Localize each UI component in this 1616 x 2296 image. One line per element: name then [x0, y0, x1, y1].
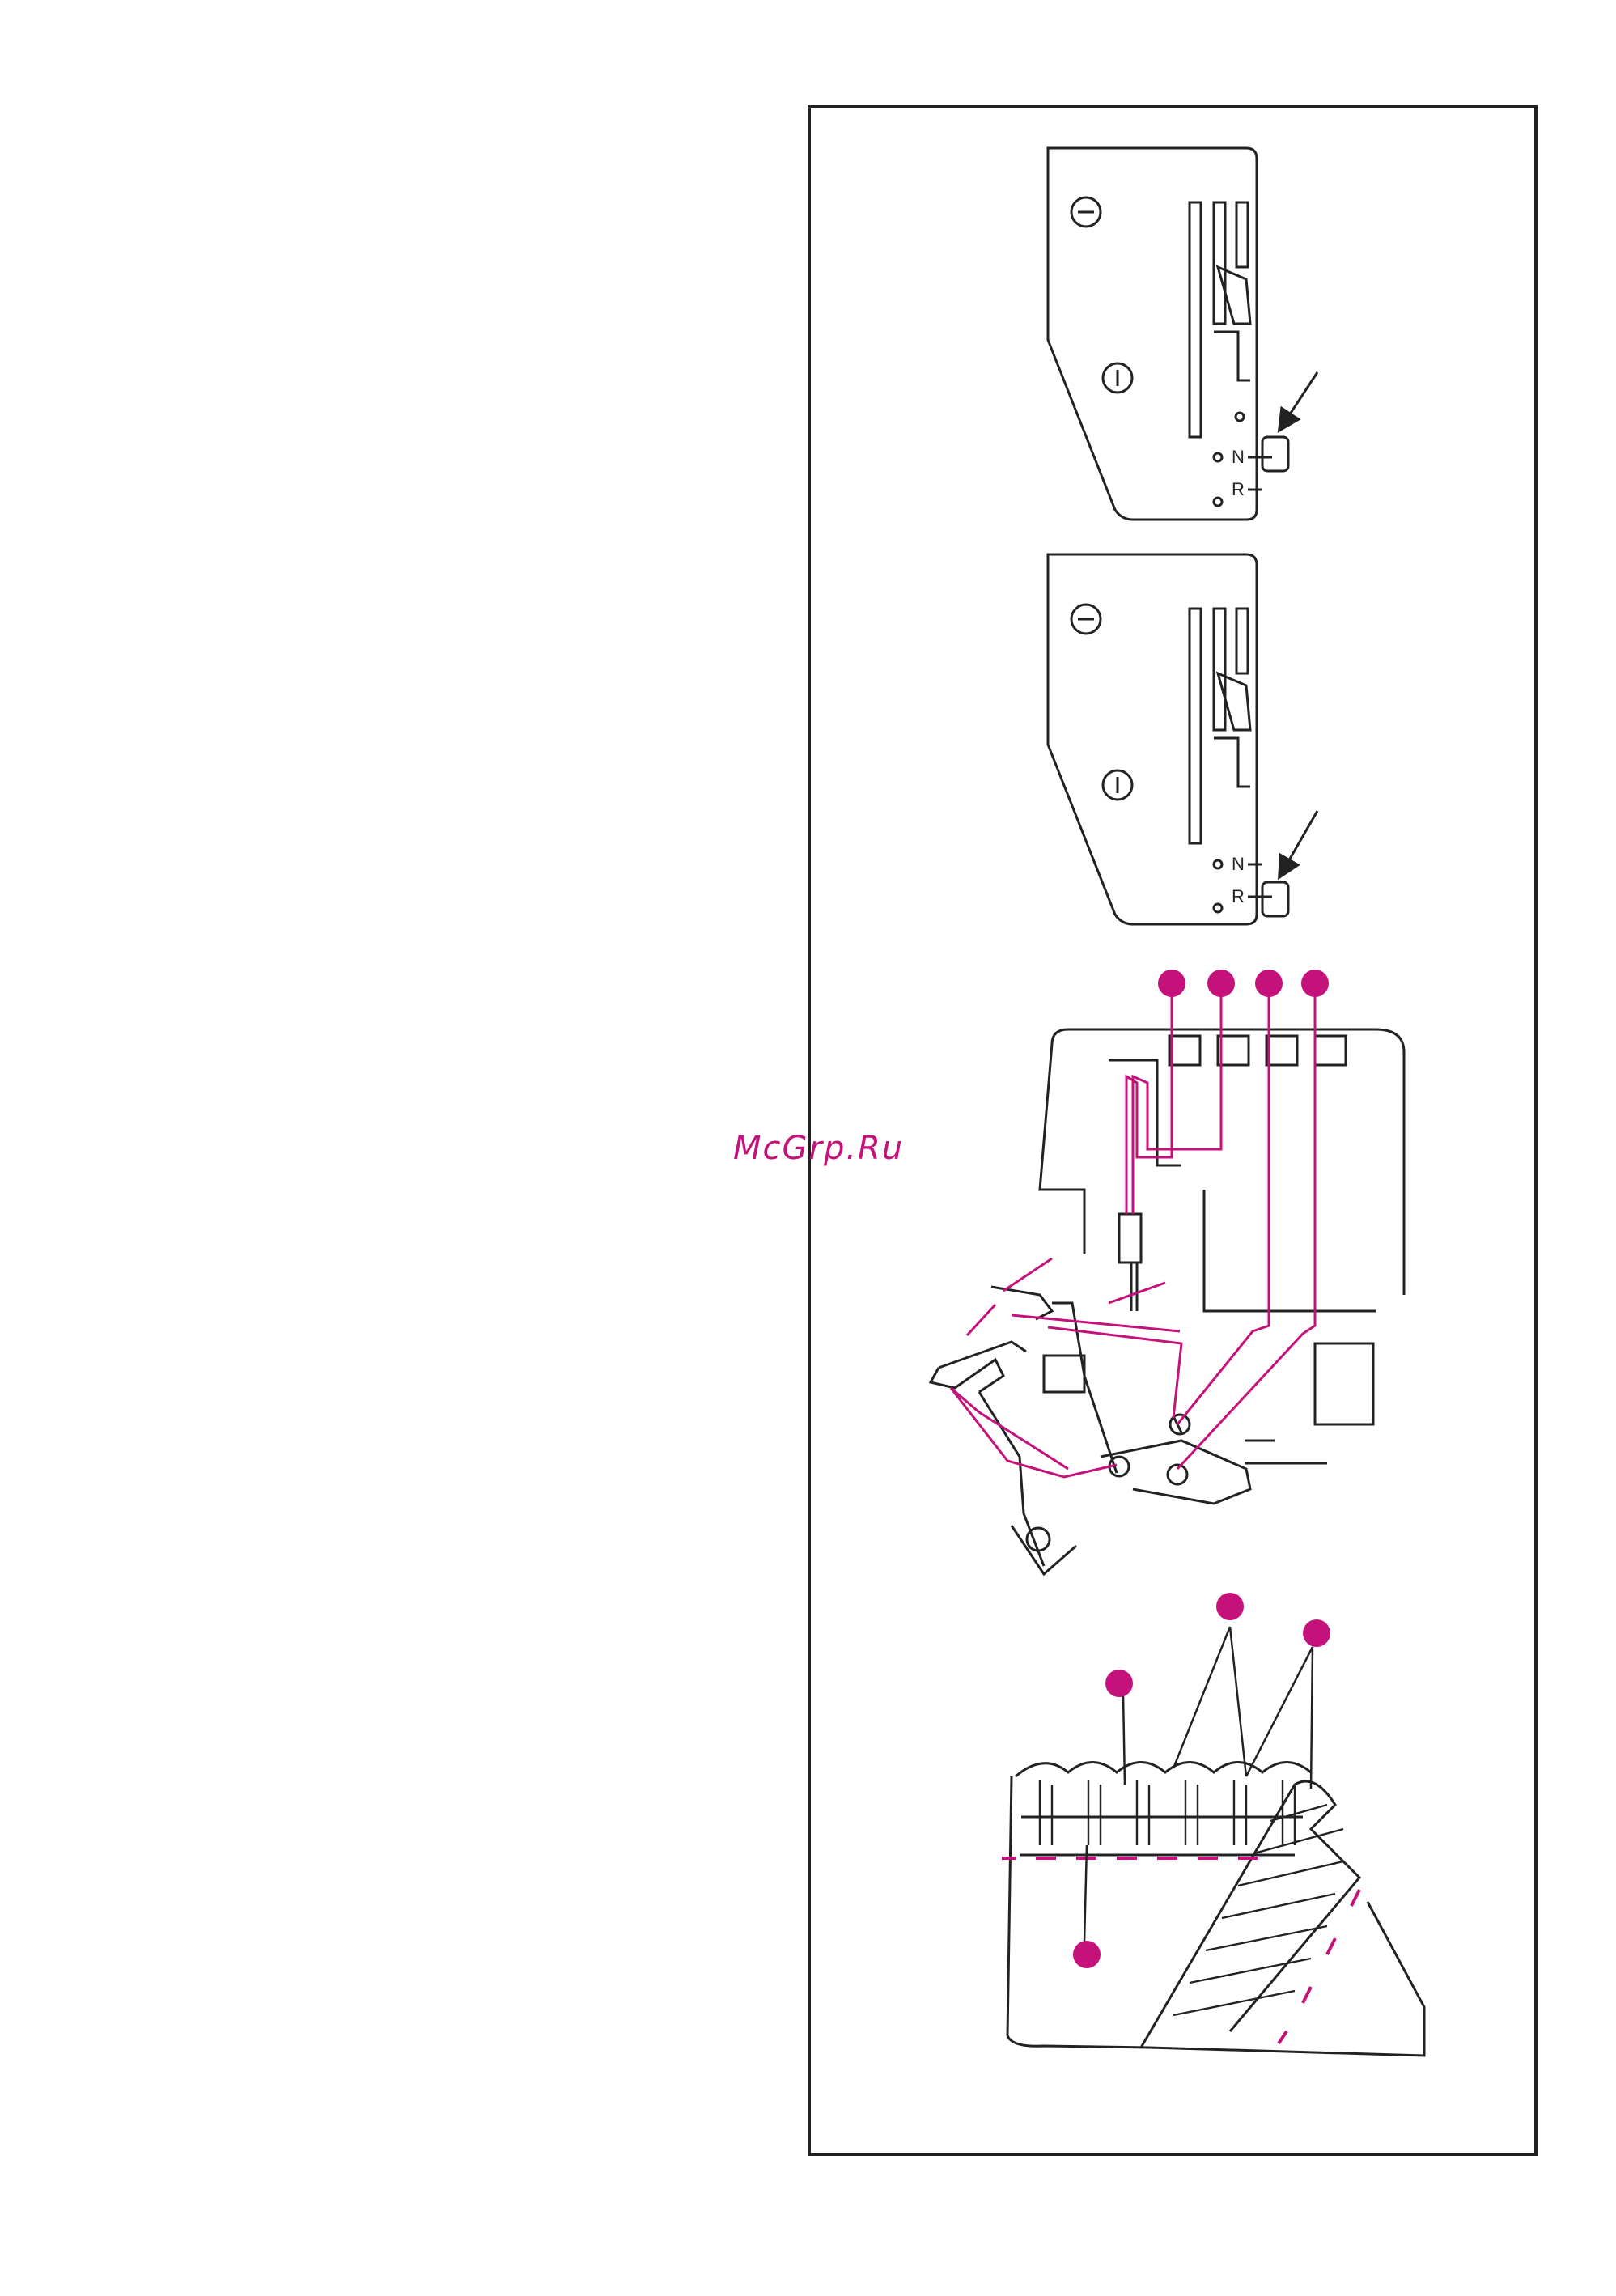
label-n: N [1232, 447, 1245, 467]
needle-plate-figure-r [1048, 554, 1317, 924]
threading-diagram [931, 970, 1404, 1574]
stitch-diagram [1002, 1593, 1424, 2056]
label-r: R [1232, 479, 1245, 499]
needle-plate-figure-n [1048, 148, 1317, 520]
label-n-2: N [1232, 854, 1245, 874]
label-r-2: R [1232, 886, 1245, 906]
watermark: McGrp.Ru [733, 1130, 904, 1167]
